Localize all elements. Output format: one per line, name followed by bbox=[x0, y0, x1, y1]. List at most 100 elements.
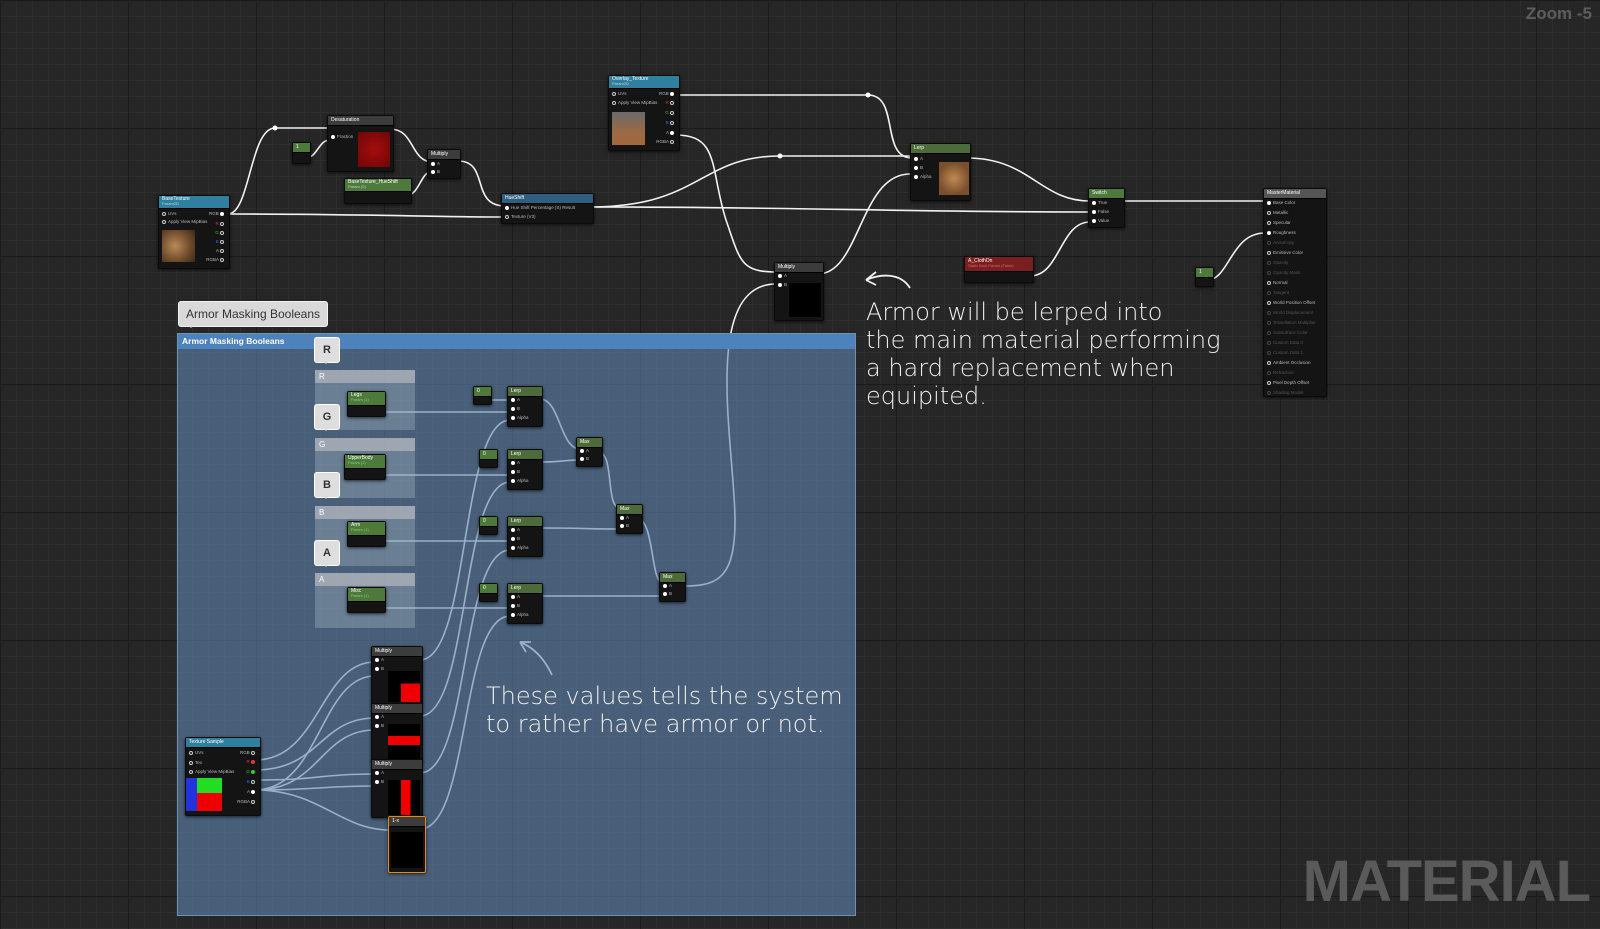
node-header[interactable]: Max bbox=[660, 573, 685, 583]
pin-rgba[interactable]: RGBA bbox=[237, 799, 257, 804]
node-header[interactable]: Lerp bbox=[911, 144, 970, 154]
node-header[interactable]: Multiply bbox=[428, 150, 460, 160]
node-header[interactable]: Multiply bbox=[372, 704, 422, 714]
pin-r[interactable]: R bbox=[246, 759, 257, 764]
node-header[interactable]: Max bbox=[577, 438, 602, 448]
pin-hue-shift[interactable]: Hue Shift Percentage (S) Result bbox=[505, 205, 575, 210]
material-pin[interactable]: Ambient Occlusion bbox=[1267, 360, 1311, 365]
pin-mipbias[interactable]: Apply View MipBias bbox=[612, 100, 657, 105]
pin-a[interactable]: A bbox=[666, 130, 676, 135]
pin-alpha[interactable]: Alpha bbox=[511, 545, 529, 550]
pin-b[interactable]: B bbox=[375, 666, 384, 671]
node-constant-zero[interactable]: 0 bbox=[473, 386, 492, 405]
pin-rgba[interactable]: RGBA bbox=[656, 139, 676, 144]
node-desaturation[interactable]: Desaturation Fraction bbox=[327, 115, 394, 172]
material-pin[interactable]: Shading Model bbox=[1267, 390, 1303, 395]
pin-rgb[interactable]: RGB bbox=[209, 211, 226, 216]
material-pin[interactable]: Pixel Depth Offset bbox=[1267, 380, 1309, 385]
pin-value[interactable]: Value bbox=[1092, 218, 1109, 223]
node-one-minus[interactable]: 1-x bbox=[388, 816, 426, 873]
material-pin[interactable]: Normal bbox=[1267, 280, 1288, 285]
material-pin[interactable]: Specular bbox=[1267, 220, 1291, 225]
comment-tab[interactable]: Armor Masking Booleans bbox=[178, 301, 328, 328]
pin-b[interactable]: B bbox=[247, 779, 257, 784]
node-header[interactable]: Lerp bbox=[508, 517, 542, 527]
node-header[interactable]: 1 bbox=[293, 143, 310, 153]
node-header[interactable]: Desaturation bbox=[328, 116, 393, 126]
pin-a[interactable]: A bbox=[216, 248, 226, 253]
material-pin[interactable]: Custom Data 0 bbox=[1267, 340, 1303, 345]
node-header[interactable]: Max bbox=[617, 505, 642, 515]
material-pin[interactable]: Base Color bbox=[1267, 200, 1295, 205]
pin-rgba[interactable]: RGBA bbox=[206, 257, 226, 262]
pin-a[interactable]: A bbox=[511, 527, 520, 532]
pin-a[interactable]: A bbox=[511, 594, 520, 599]
pin-g[interactable]: G bbox=[246, 769, 257, 774]
pin-a[interactable]: A bbox=[375, 714, 384, 719]
pin-b[interactable]: B bbox=[511, 406, 520, 411]
node-header[interactable]: 0 bbox=[480, 517, 497, 527]
pin-r[interactable]: R bbox=[665, 100, 676, 105]
pin-mipbias[interactable]: Apply View MipBias bbox=[189, 769, 234, 774]
pin-rgb[interactable]: RGB bbox=[659, 91, 676, 96]
pin-a[interactable]: A bbox=[778, 273, 787, 278]
label-a[interactable]: A bbox=[314, 540, 340, 567]
pin-a[interactable]: A bbox=[914, 156, 923, 161]
pin-uvs[interactable]: UVs bbox=[189, 750, 204, 755]
pin-a[interactable]: A bbox=[663, 583, 672, 588]
node-multiply-top[interactable]: Multiply A B bbox=[427, 149, 461, 179]
material-pin[interactable]: World Position Offset bbox=[1267, 300, 1315, 305]
pin-b[interactable]: B bbox=[431, 169, 440, 174]
pin-texture[interactable]: Texture (V3) bbox=[505, 214, 536, 219]
pin-alpha[interactable]: Alpha bbox=[914, 174, 932, 179]
pin-g[interactable]: G bbox=[215, 230, 226, 235]
material-pin[interactable]: World Displacement bbox=[1267, 310, 1313, 315]
pin-a[interactable]: A bbox=[375, 657, 384, 662]
node-header[interactable]: 1-x bbox=[389, 817, 425, 827]
node-header[interactable]: Lerp bbox=[508, 450, 542, 460]
node-constant-zero[interactable]: 0 bbox=[479, 583, 498, 602]
pin-a[interactable]: A bbox=[620, 515, 629, 520]
node-header[interactable]: Lerp bbox=[508, 584, 542, 594]
pin-b[interactable]: B bbox=[511, 603, 520, 608]
pin-b[interactable]: B bbox=[914, 165, 923, 170]
pin-g[interactable]: G bbox=[665, 110, 676, 115]
label-r[interactable]: R bbox=[314, 337, 340, 364]
material-pin[interactable]: Tangent bbox=[1267, 290, 1289, 295]
pin-r[interactable]: R bbox=[215, 221, 226, 226]
pin-rgb[interactable]: RGB bbox=[240, 750, 257, 755]
material-pin[interactable]: Opacity bbox=[1267, 260, 1288, 265]
node-header[interactable]: Multiply bbox=[775, 263, 823, 273]
node-header[interactable]: HueShift bbox=[502, 194, 593, 204]
pin-false[interactable]: False bbox=[1092, 209, 1109, 214]
pin-b[interactable]: B bbox=[375, 779, 384, 784]
pin-alpha[interactable]: Alpha bbox=[511, 415, 529, 420]
node-header[interactable]: Multiply bbox=[372, 760, 422, 770]
material-pin[interactable]: Custom Data 1 bbox=[1267, 350, 1303, 355]
node-header[interactable]: Texture Sample bbox=[186, 738, 260, 748]
material-pin[interactable]: Emissive Color bbox=[1267, 250, 1303, 255]
label-g[interactable]: G bbox=[314, 404, 340, 431]
pin-fraction[interactable]: Fraction bbox=[331, 134, 353, 139]
pin-b[interactable]: B bbox=[580, 456, 589, 461]
node-constant-zero[interactable]: 0 bbox=[479, 516, 498, 535]
pin-a[interactable]: A bbox=[431, 161, 440, 166]
